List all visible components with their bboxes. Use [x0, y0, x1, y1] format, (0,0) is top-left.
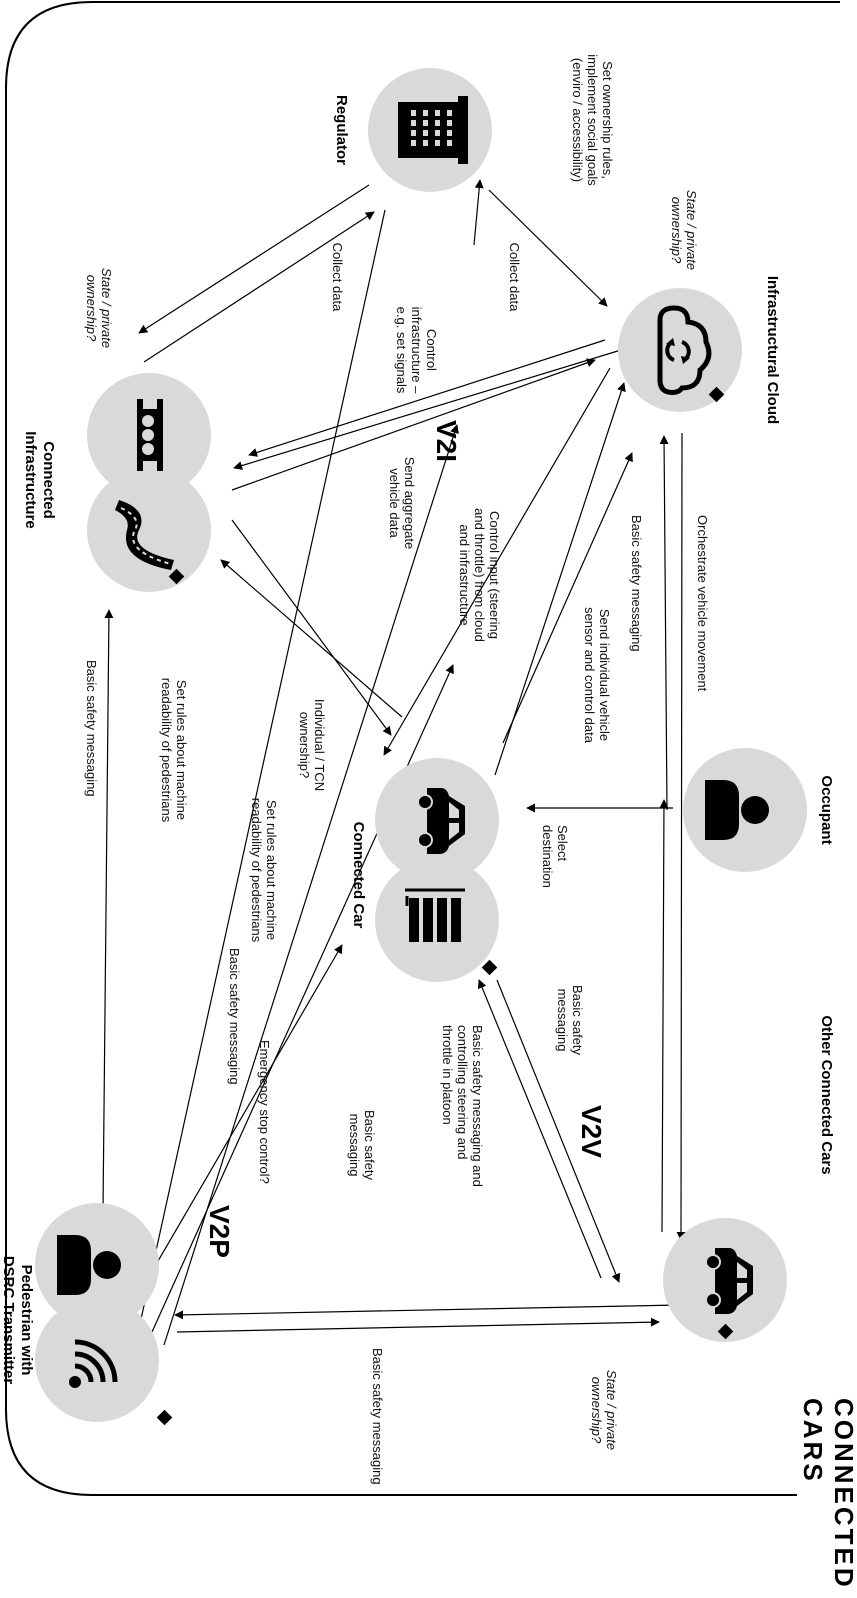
winding-road-icon	[115, 500, 174, 570]
flow-orchestrate: Orchestrate vehicle movement	[695, 515, 710, 692]
flow-aggregate-l1: Send aggregate	[402, 456, 417, 550]
person-icon	[705, 780, 769, 840]
pedestrian-label-line1: Pedestrian with	[18, 1264, 35, 1376]
flow-emergency-stop: Emergency stop control?	[257, 1040, 272, 1184]
car-label: Connected Car	[350, 821, 367, 929]
flow-platoon-l2: controlling steering and	[455, 1025, 470, 1160]
occupant-label: Occupant	[818, 775, 835, 845]
zone-v2v: V2V	[576, 1105, 607, 1158]
diagram-board: CONNECTED CARS Regulator Infrastructural…	[0, 54, 857, 1590]
flow-bsm-v2p: Basic safety messaging	[370, 1348, 385, 1485]
person-icon	[57, 1235, 121, 1295]
flow-control-input-l3: and infrastructure	[457, 524, 472, 626]
flow-regulator-goals-l3: (enviro / accessibility)	[570, 57, 585, 183]
flow-bsm-other-l1: Basic safety	[570, 984, 585, 1056]
infrastructure-label-line2: Infrastructure	[22, 431, 39, 529]
flow-aggregate-l2: vehicle data	[387, 468, 402, 538]
zone-v2i: V2I	[431, 420, 462, 463]
server-rack-icon	[405, 888, 465, 942]
ownership-car-l2: ownership?	[297, 711, 312, 779]
flow-bsm-v2v-l1: Basic safety	[362, 1109, 377, 1181]
cloud-node	[618, 288, 742, 412]
pedestrian-label-line2: DSRC Transmitter	[0, 1255, 17, 1385]
office-building-icon	[398, 96, 468, 164]
flow-control-infra-l3: e.g. set signals	[394, 306, 409, 394]
traffic-light-icon	[137, 399, 163, 471]
flow-control-input-l1: Control input (steering	[487, 511, 502, 639]
flow-control-input-l2: and throttle) from cloud	[472, 508, 487, 642]
flow-sensor-l2: sensor and control data	[582, 607, 597, 743]
flow-bsm-ped-car: Basic safety messaging	[227, 948, 242, 1085]
flow-rules-car-l2: readability of pedestrians	[249, 797, 264, 943]
flow-platoon-l1: Basic safety messaging and	[470, 1025, 485, 1187]
ownership-infra-l1: State / private	[99, 267, 114, 349]
pedestrian-node	[35, 1203, 159, 1422]
flow-select-l1: Select	[555, 825, 570, 862]
ownership-other-l1: State / private	[604, 1369, 619, 1451]
ownership-other-l2: ownership?	[589, 1376, 604, 1444]
other-cars-label: Other Connected Cars	[818, 1015, 835, 1175]
flow-bsm-ped-infra: Basic safety messaging	[84, 660, 99, 797]
flow-select-l2: destination	[540, 825, 555, 888]
regulator-label: Regulator	[333, 94, 350, 165]
flow-regulator-goals-l1: Set ownership rules,	[600, 61, 615, 179]
diagram-title: CONNECTED CARS	[797, 1390, 857, 1598]
ownership-cloud-l2: ownership?	[669, 196, 684, 264]
flow-collect-data-infra: Collect data	[330, 242, 345, 312]
cloud-sync-icon	[657, 305, 712, 395]
car-icon	[705, 1248, 753, 1314]
outer-frame	[5, 1, 840, 1496]
flow-collect-data-cloud: Collect data	[507, 242, 522, 312]
ownership-infra-l2: ownership?	[84, 274, 99, 342]
cloud-label: Infrastructural Cloud	[764, 275, 781, 425]
infrastructure-label-line1: Connected	[40, 441, 57, 519]
flow-arrows	[101, 179, 686, 1361]
flow-bsm-v2v-l2: messaging	[347, 1113, 362, 1177]
flow-regulator-goals-l2: implement social goals	[585, 54, 600, 186]
wifi-signal-icon	[69, 1339, 118, 1388]
flow-control-infra-l2: infrastructure –	[409, 306, 424, 394]
ownership-cloud-l1: State / private	[684, 189, 699, 271]
car-icon	[417, 788, 465, 854]
flow-sensor-l1: Send individual vehicle	[597, 608, 612, 742]
zone-v2p: V2P	[204, 1205, 235, 1258]
flow-rules-car-l1: Set rules about machine	[264, 799, 279, 941]
flow-bsm-cloud: Basic safety messaging	[629, 515, 644, 652]
ownership-car-l1: Individual / TCN	[312, 698, 327, 792]
flow-rules-infra-l2: readability of pedestrians	[159, 677, 174, 823]
flow-bsm-other-l2: messaging	[555, 988, 570, 1052]
flow-platoon-l3: throttle in platoon	[440, 1025, 455, 1125]
flow-control-infra-l1: Control	[424, 329, 439, 371]
flow-rules-infra-l1: Set rules about machine	[174, 679, 189, 821]
